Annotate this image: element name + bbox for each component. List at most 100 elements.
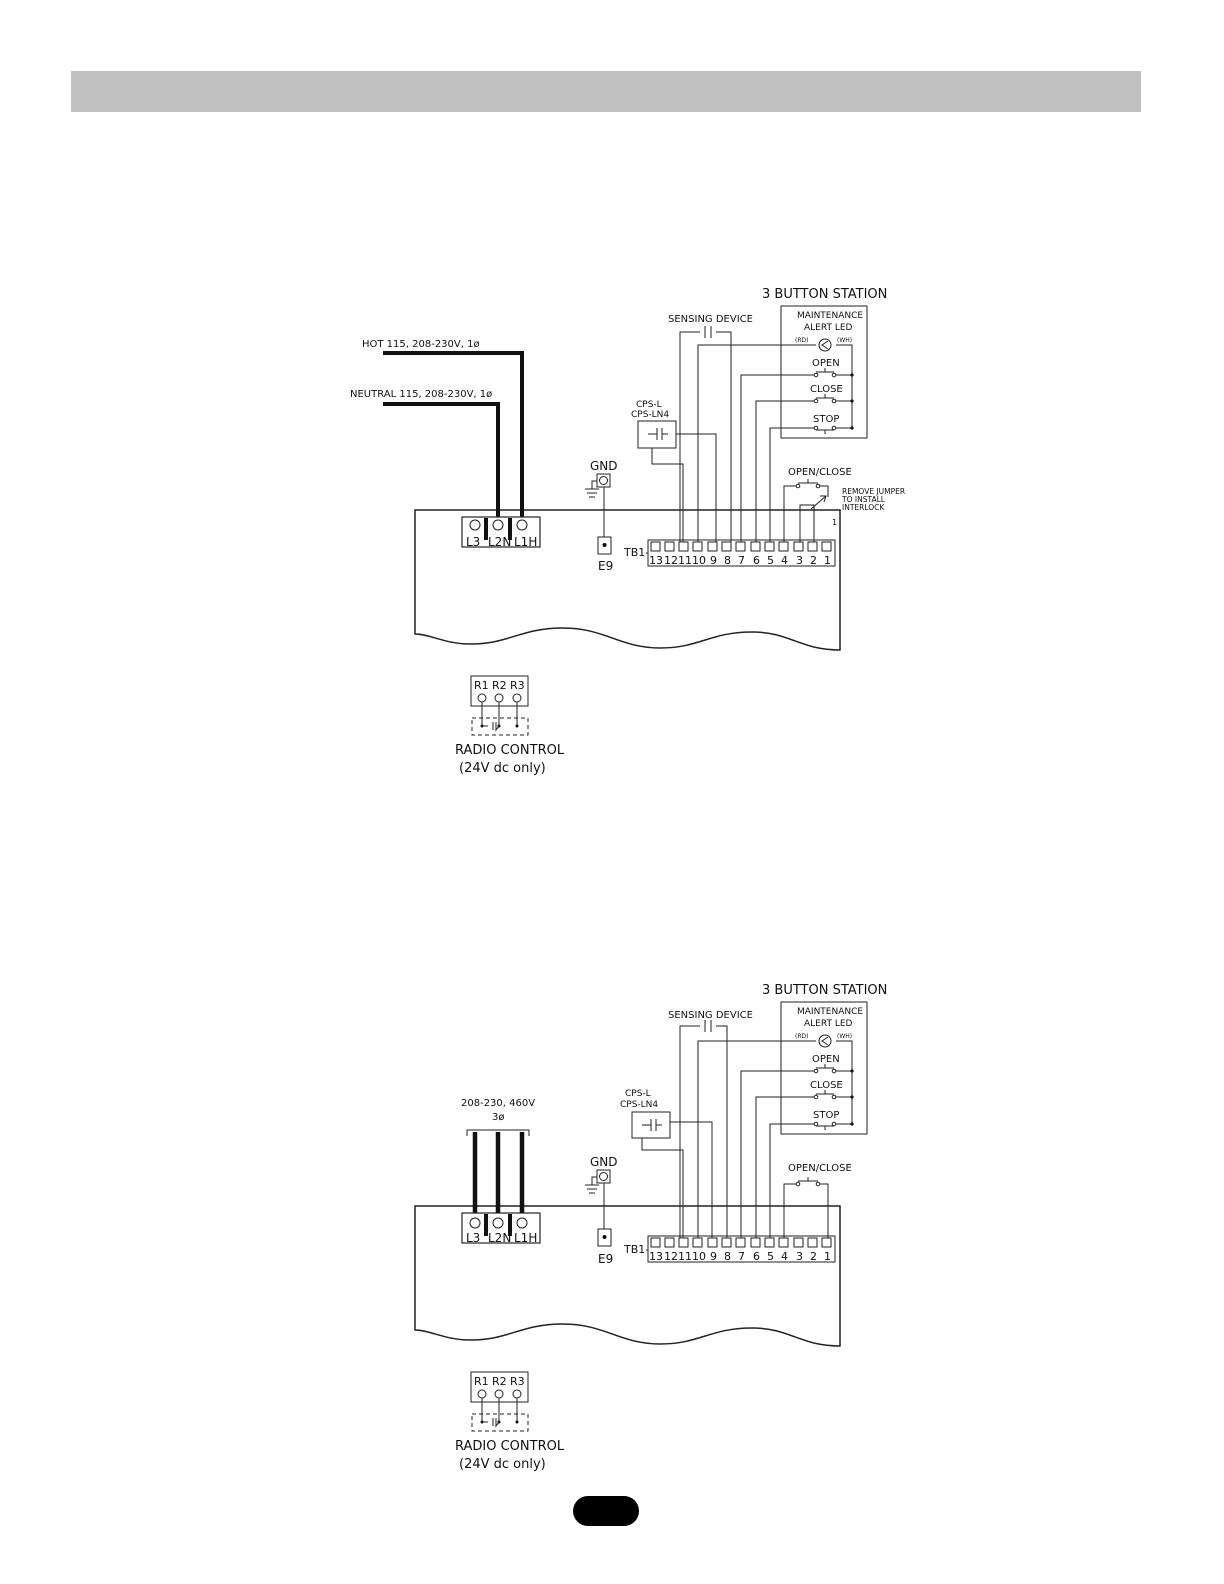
tb1-terminal-12: 12 <box>664 554 678 567</box>
tb1-terminal-11: 11 <box>678 1250 692 1263</box>
gnd-label: GND <box>590 459 618 473</box>
station-title: 3 BUTTON STATION <box>762 983 887 998</box>
tb1-terminal-6: 6 <box>753 1250 760 1263</box>
tb1-terminal-13: 13 <box>649 1250 663 1263</box>
operator-panel-outline <box>414 509 841 651</box>
maintenance-label: MAINTENANCE <box>797 1007 863 1017</box>
tb1-terminal-5: 5 <box>767 554 774 567</box>
sensing-device-label: SENSING DEVICE <box>668 1010 753 1021</box>
open-button-label: OPEN <box>812 1054 840 1065</box>
cps-device: CPS-L CPS-LN4 <box>631 400 677 449</box>
terminal-label-l2n: L2N <box>488 535 511 549</box>
tb1-terminal-3: 3 <box>796 554 803 567</box>
tb1-terminal-4: 4 <box>781 1250 788 1263</box>
terminal-label-l1h: L1H <box>514 1231 537 1245</box>
open-close-label: OPEN/CLOSE <box>788 467 852 478</box>
remove-jumper-line-1: REMOVE JUMPER <box>842 487 905 496</box>
panel-mark: 1 <box>832 518 837 527</box>
open-close-contact: OPEN/CLOSE <box>788 1163 852 1187</box>
e9-label: E9 <box>598 1252 613 1266</box>
close-button-label: CLOSE <box>810 1080 843 1091</box>
radio-control-label: RADIO CONTROL <box>455 1439 565 1454</box>
radio-terminal-r1: R1 <box>474 1375 489 1388</box>
sensing-device-contact: SENSING DEVICE <box>668 1010 753 1032</box>
operator-panel-outline <box>414 1205 841 1347</box>
remove-jumper-note: REMOVE JUMPER TO INSTALL INTERLOCK <box>841 487 905 512</box>
radio-terminal-r3: R3 <box>510 679 525 692</box>
jumper-arrow <box>810 495 827 510</box>
close-button-label: CLOSE <box>810 384 843 395</box>
tb1-terminal-9: 9 <box>710 1250 717 1263</box>
led-indicator-icon <box>818 1034 832 1048</box>
tb1-terminal-8: 8 <box>724 1250 731 1263</box>
radio-terminal-r3: R3 <box>510 1375 525 1388</box>
terminal-label-l3: L3 <box>466 1231 480 1245</box>
alert-led-label: ALERT LED <box>804 323 853 333</box>
tb1-screws <box>650 1237 832 1248</box>
supply-hot-label: HOT 115, 208-230V, 1ø <box>362 339 480 350</box>
radio-note-label: (24V dc only) <box>459 1457 546 1472</box>
rd-label: (RD) <box>795 337 808 344</box>
tb1-terminal-2: 2 <box>810 1250 817 1263</box>
radio-terminal-r2: R2 <box>492 679 507 692</box>
tb1-terminal-5: 5 <box>767 1250 774 1263</box>
tb1-terminal-7: 7 <box>738 554 745 567</box>
sensing-device-contact: SENSING DEVICE <box>668 314 753 338</box>
power-terminal-block: L3 L2N L1H <box>461 1212 541 1245</box>
supply-3ph-label: 208-230, 460V <box>461 1098 535 1109</box>
remove-jumper-line-3: INTERLOCK <box>842 503 885 512</box>
control-wires <box>641 1025 853 1238</box>
tb1-terminal-8: 8 <box>724 554 731 567</box>
three-button-station: 3 BUTTON STATION MAINTENANCE ALERT LED (… <box>762 287 887 439</box>
tb1-label: TB1- <box>623 546 649 559</box>
stop-button-label: STOP <box>813 1110 839 1121</box>
section-header-bar <box>71 71 1141 112</box>
tb1-terminal-10: 10 <box>692 554 706 567</box>
led-indicator-icon <box>818 338 832 352</box>
wiring-diagram-single-phase: 1 HOT 115, 208-230V, 1ø NEUTRAL 115, 208… <box>350 287 905 776</box>
page-number-pill <box>573 1496 639 1526</box>
radio-control-block: R1 R2 R3 RADIO CONTROL (24V dc only) <box>455 1371 565 1472</box>
terminal-label-l1h: L1H <box>514 535 537 549</box>
cps-ln4-label: CPS-LN4 <box>631 410 669 420</box>
radio-control-label: RADIO CONTROL <box>455 743 565 758</box>
open-button-label: OPEN <box>812 358 840 369</box>
supply-3ph: 208-230, 460V 3ø <box>461 1098 535 1216</box>
radio-note-label: (24V dc only) <box>459 761 546 776</box>
e9-label: E9 <box>598 559 613 573</box>
supply-wires <box>383 351 524 520</box>
tb1-terminal-6: 6 <box>753 554 760 567</box>
tb1-screws <box>650 541 832 552</box>
open-close-label: OPEN/CLOSE <box>788 1163 852 1174</box>
power-terminal-block: L3 L2N L1H <box>461 516 541 549</box>
tb1-terminal-4: 4 <box>781 554 788 567</box>
supply-neutral-label: NEUTRAL 115, 208-230V, 1ø <box>350 389 492 400</box>
terminal-label-l2n: L2N <box>488 1231 511 1245</box>
tb1-terminal-3: 3 <box>796 1250 803 1263</box>
radio-terminal-r1: R1 <box>474 679 489 692</box>
ground-connection: GND E9 <box>585 1155 618 1266</box>
station-title: 3 BUTTON STATION <box>762 287 887 302</box>
stop-button-label: STOP <box>813 414 839 425</box>
radio-control-block: R1 R2 R3 RADIO CONTROL (24V dc only) <box>455 675 565 776</box>
tb1-terminal-12: 12 <box>664 1250 678 1263</box>
ground-connection: GND E9 <box>585 459 618 573</box>
tb1-terminal-2: 2 <box>810 554 817 567</box>
rd-label: (RD) <box>795 1033 808 1040</box>
tb1-terminal-strip: TB1- 13 12 11 10 9 8 7 6 5 4 3 2 1 <box>623 539 836 567</box>
cps-l-label: CPS-L <box>636 400 662 410</box>
control-wires <box>651 331 853 542</box>
sensing-device-label: SENSING DEVICE <box>668 314 753 325</box>
three-button-station: 3 BUTTON STATION MAINTENANCE ALERT LED (… <box>762 983 887 1135</box>
tb1-terminal-strip: TB1- 13 12 11 10 9 8 7 6 5 4 3 2 1 <box>623 1235 836 1263</box>
gnd-label: GND <box>590 1155 618 1169</box>
tb1-terminal-1: 1 <box>824 1250 831 1263</box>
wh-label: (WH) <box>837 1033 852 1040</box>
wiring-diagram-three-phase: 208-230, 460V 3ø L3 L2N L1H GND E9 TB1- <box>0 696 1224 1500</box>
cps-l-label: CPS-L <box>625 1089 651 1099</box>
tb1-terminal-10: 10 <box>692 1250 706 1263</box>
cps-device: CPS-L CPS-LN4 <box>620 1089 671 1139</box>
supply-3ph-phase-label: 3ø <box>492 1112 504 1123</box>
maintenance-label: MAINTENANCE <box>797 311 863 321</box>
tb1-label: TB1- <box>623 1243 649 1256</box>
